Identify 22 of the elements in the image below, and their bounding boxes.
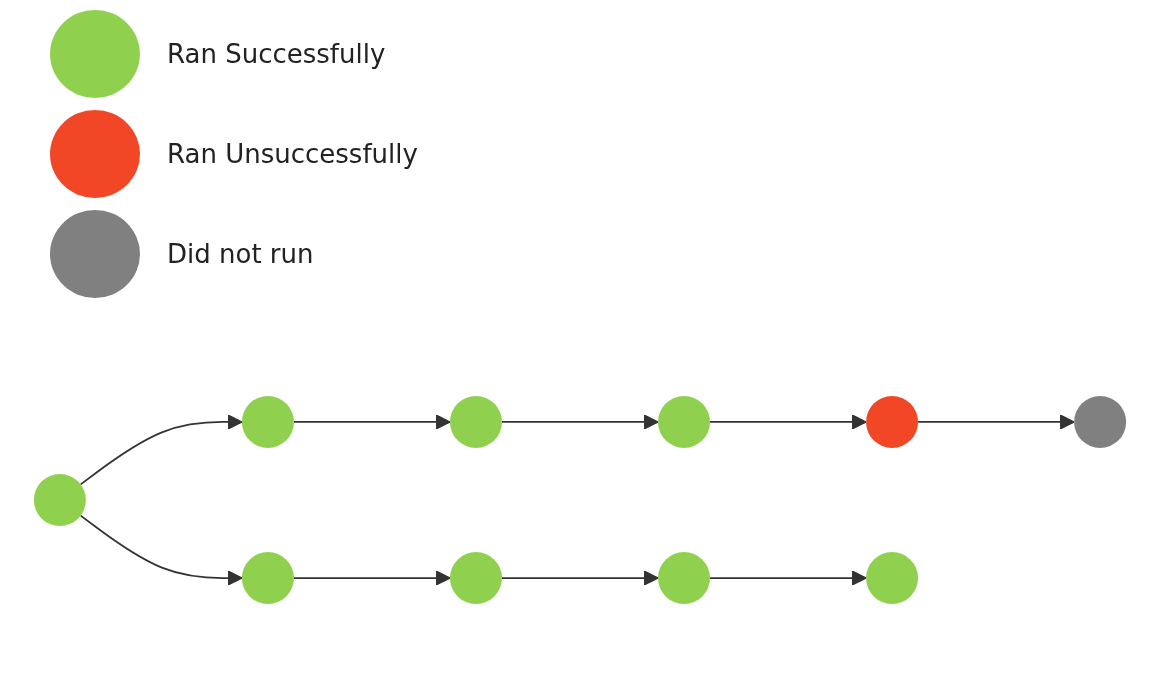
arrow bbox=[79, 414, 243, 486]
arrow bbox=[79, 514, 243, 586]
node-circle bbox=[449, 396, 502, 448]
arrow bbox=[709, 414, 867, 430]
legend-label: Did not run bbox=[167, 239, 314, 269]
node-circle bbox=[658, 396, 711, 448]
node-circle bbox=[866, 396, 919, 448]
node-circle bbox=[866, 552, 919, 604]
arrow bbox=[709, 570, 867, 586]
node-circle bbox=[33, 474, 86, 526]
arrow bbox=[293, 414, 451, 430]
arrow bbox=[501, 414, 659, 430]
arrow bbox=[293, 570, 451, 586]
arrow bbox=[917, 414, 1075, 430]
node-circle bbox=[449, 552, 502, 604]
node-circle bbox=[658, 552, 711, 604]
legend-label: Ran Successfully bbox=[167, 39, 386, 69]
legend-label: Ran Unsuccessfully bbox=[167, 139, 418, 169]
node-circle bbox=[1074, 396, 1127, 448]
arrow bbox=[501, 570, 659, 586]
node-circle bbox=[241, 396, 294, 448]
node-circle bbox=[241, 552, 294, 604]
